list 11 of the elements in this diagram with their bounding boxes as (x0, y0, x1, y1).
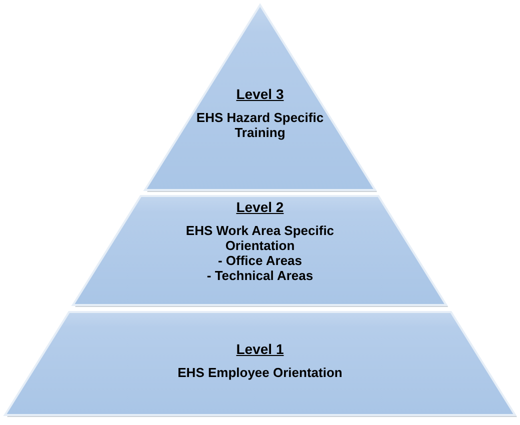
level-description: EHS Hazard Specific Training (195, 110, 325, 140)
level-description: EHS Employee Orientation (178, 365, 342, 380)
pyramid-level (5, 312, 515, 415)
level-heading: Level 1 (236, 342, 284, 357)
level-heading: Level 3 (236, 87, 284, 102)
level-description: EHS Work Area Specific Orientation (184, 223, 336, 253)
level-description: - Technical Areas (206, 268, 314, 283)
level-description: - Office Areas (218, 253, 302, 268)
level-heading: Level 2 (236, 200, 284, 215)
pyramid-level (144, 5, 376, 190)
pyramid-level (73, 196, 447, 305)
